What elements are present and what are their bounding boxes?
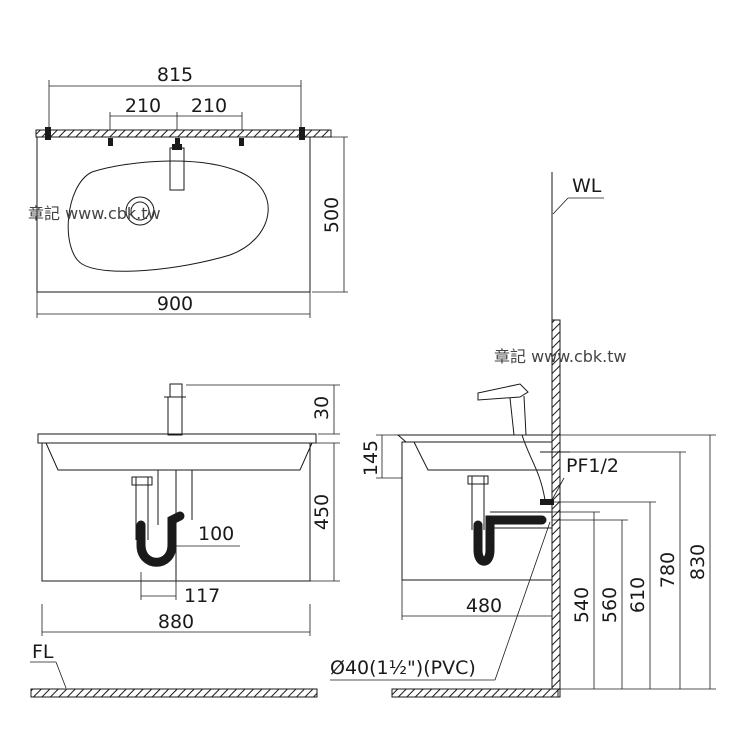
front-view: 30 100 450 117 880 FL — [30, 383, 340, 698]
dim-610: 610 — [627, 577, 649, 613]
side-cabinet — [401, 441, 553, 581]
dim-880: 880 — [158, 611, 194, 633]
dim-830: 830 — [687, 544, 709, 580]
plan-view: 815 210 210 500 900 章記 w — [28, 64, 348, 318]
side-wall — [551, 319, 561, 698]
side-basin — [396, 434, 553, 443]
watermark-plan: 章記 www.cbk.tw — [28, 204, 161, 223]
dim-145: 145 — [360, 440, 382, 476]
front-trap — [136, 511, 185, 567]
dim-210-right: 210 — [191, 95, 227, 117]
dim-450: 450 — [311, 494, 333, 530]
side-faucet — [477, 383, 529, 436]
dim-900: 900 — [157, 293, 193, 315]
plan-drain — [125, 196, 155, 226]
watermark-side: 章記 www.cbk.tw — [494, 347, 627, 366]
dim-100: 100 — [198, 523, 234, 545]
dim-480: 480 — [466, 595, 502, 617]
plan-faucet — [169, 147, 185, 191]
dim-210-left: 210 — [125, 95, 161, 117]
supply-label: PF1/2 — [566, 455, 619, 477]
drain-label: Ø40(1½")(PVC) — [330, 657, 476, 679]
side-trap — [473, 515, 547, 566]
plan-basin-outline — [36, 136, 311, 293]
front-floor — [30, 688, 318, 698]
dim-30: 30 — [311, 396, 333, 420]
dim-540: 540 — [571, 587, 593, 623]
floor-label: FL — [32, 641, 54, 663]
dim-117: 117 — [184, 585, 220, 607]
front-faucet — [167, 396, 183, 436]
plan-bowl — [67, 160, 269, 272]
side-floor — [391, 688, 559, 698]
dim-500: 500 — [321, 197, 343, 233]
dim-560: 560 — [599, 587, 621, 623]
plan-wall-strip — [35, 129, 332, 138]
wall-label: WL — [572, 175, 602, 197]
side-view: WL 章記 www.cbk.tw PF1/2 145 — [330, 172, 716, 698]
dim-815: 815 — [157, 64, 193, 86]
dim-780: 780 — [657, 552, 679, 588]
